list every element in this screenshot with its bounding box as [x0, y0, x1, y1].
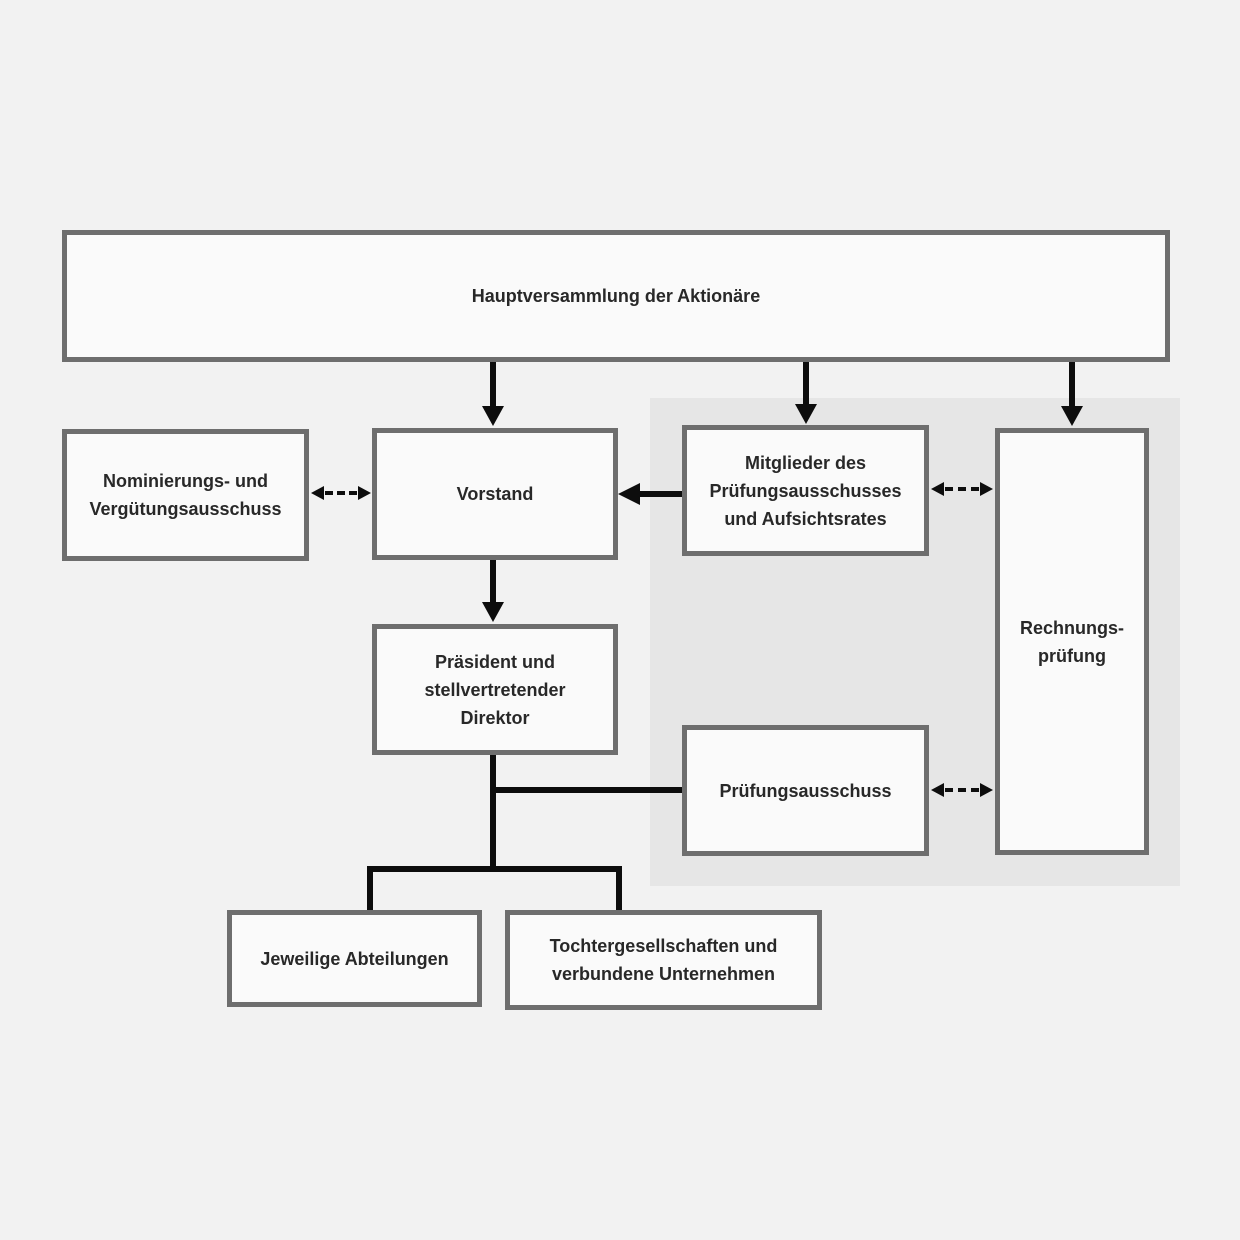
connector-abteilungen-drop-line	[367, 866, 373, 910]
connector-mitglieder-vorstand-line	[638, 491, 682, 497]
node-tochtergesellschaften-label: Tochtergesellschaften und verbundene Unt…	[549, 936, 778, 984]
node-abteilungen-label: Jeweilige Abteilungen	[260, 948, 449, 969]
connector-children-crossbar-line	[367, 866, 622, 872]
connector-vorstand-praesident-arrowhead	[482, 602, 504, 622]
connector-hv-mitglieder-arrowhead	[795, 404, 817, 424]
dashed-line	[945, 788, 979, 792]
dashed-arrowhead-left-icon	[931, 482, 944, 496]
node-nominierung: Nominierungs- und Vergütungsausschuss	[62, 429, 309, 561]
node-pruefungsausschuss-label: Prüfungsausschuss	[719, 780, 892, 801]
node-tochtergesellschaften: Tochtergesellschaften und verbundene Unt…	[505, 910, 822, 1010]
node-hauptversammlung-label: Hauptversammlung der Aktionäre	[471, 286, 761, 306]
node-mitglieder: Mitglieder des Prüfungsausschusses und A…	[682, 425, 929, 556]
node-rechnungspruefung: Rechnungs- prüfung	[995, 428, 1149, 855]
node-hauptversammlung: Hauptversammlung der Aktionäre	[62, 230, 1170, 362]
dashed-arrowhead-left-icon	[311, 486, 324, 500]
connector-praesident-stem-line	[490, 755, 496, 872]
node-abteilungen: Jeweilige Abteilungen	[227, 910, 482, 1007]
connector-hv-rechnungspruefung-line	[1069, 362, 1075, 408]
connector-hv-vorstand-line	[490, 362, 496, 408]
node-pruefungsausschuss: Prüfungsausschuss	[682, 725, 929, 856]
connector-praesident-pruefungsausschuss-line	[493, 787, 682, 793]
connector-hv-mitglieder-line	[803, 362, 809, 406]
node-mitglieder-label: Mitglieder des Prüfungsausschusses und A…	[709, 452, 902, 529]
dashed-arrowhead-left-icon	[931, 783, 944, 797]
connector-mitglieder-vorstand-arrowhead	[618, 483, 640, 505]
node-praesident: Präsident und stellvertretender Direktor	[372, 624, 618, 755]
dashed-line	[325, 491, 357, 495]
connector-vorstand-praesident-line	[490, 560, 496, 604]
dashed-arrow-nominierung-vorstand	[311, 486, 371, 500]
connector-hv-vorstand-arrowhead	[482, 406, 504, 426]
node-nominierung-label: Nominierungs- und Vergütungsausschuss	[89, 471, 282, 519]
dashed-arrowhead-right-icon	[980, 783, 993, 797]
dashed-arrow-mitglieder-rechnungspruefung	[931, 482, 993, 496]
dashed-arrowhead-right-icon	[980, 482, 993, 496]
dashed-arrow-pruefungsausschuss-rechnungspruefung	[931, 783, 993, 797]
dashed-arrowhead-right-icon	[358, 486, 371, 500]
node-vorstand-label: Vorstand	[456, 484, 534, 504]
dashed-line	[945, 487, 979, 491]
node-praesident-label: Präsident und stellvertretender Direktor	[424, 651, 566, 728]
connector-tochtergesellschaften-drop-line	[616, 866, 622, 910]
node-vorstand: Vorstand	[372, 428, 618, 560]
node-rechnungspruefung-label: Rechnungs- prüfung	[1019, 617, 1124, 666]
connector-hv-rechnungspruefung-arrowhead	[1061, 406, 1083, 426]
